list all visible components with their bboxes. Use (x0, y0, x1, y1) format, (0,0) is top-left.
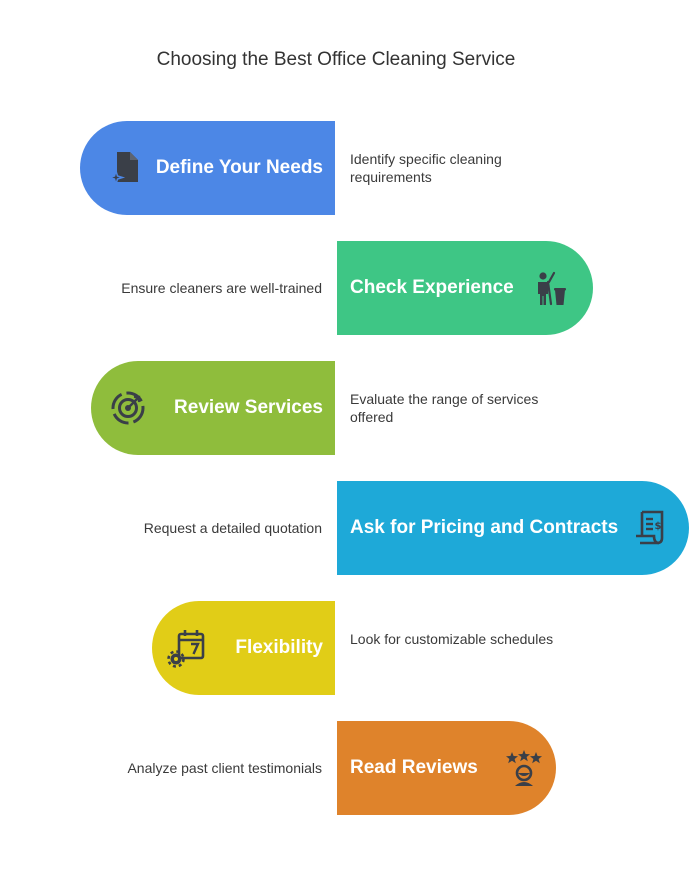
page-title: Choosing the Best Office Cleaning Servic… (156, 49, 516, 70)
step-label: Read Reviews (350, 757, 478, 778)
step-label: Review Services (174, 397, 323, 418)
step-check-experience: Check Experience (337, 241, 593, 335)
target-cycle-icon (108, 388, 148, 428)
step-label: Flexibility (235, 637, 323, 658)
step-flexibility: Flexibility (152, 601, 335, 695)
step-ask-for-pricing-and-contracts: Ask for Pricing and Contracts $ (337, 481, 689, 575)
svg-text:$: $ (655, 521, 662, 532)
janitor-icon (530, 268, 570, 308)
step-description: Look for customizable schedules (350, 631, 554, 647)
step-description: Ensure cleaners are well-trained (121, 280, 322, 296)
step-description: Request a detailed quotation (143, 520, 322, 536)
step-label: Check Experience (350, 277, 514, 298)
calendar-gear-icon (167, 628, 207, 668)
star-rating-icon (504, 748, 544, 788)
step-description: Analyze past client testimonials (127, 760, 322, 776)
step-description: Evaluate the range of services offered (350, 391, 539, 425)
step-label: Define Your Needs (155, 157, 323, 178)
document-sparkle-icon (106, 148, 146, 188)
step-define-your-needs: Define Your Needs (80, 121, 335, 215)
step-review-services: Review Services (91, 361, 335, 455)
step-read-reviews: Read Reviews (337, 721, 556, 815)
invoice-icon: $ (632, 508, 672, 548)
step-label: Ask for Pricing and Contracts (350, 517, 619, 538)
step-description: Identify specific cleaning requirements (350, 151, 502, 185)
